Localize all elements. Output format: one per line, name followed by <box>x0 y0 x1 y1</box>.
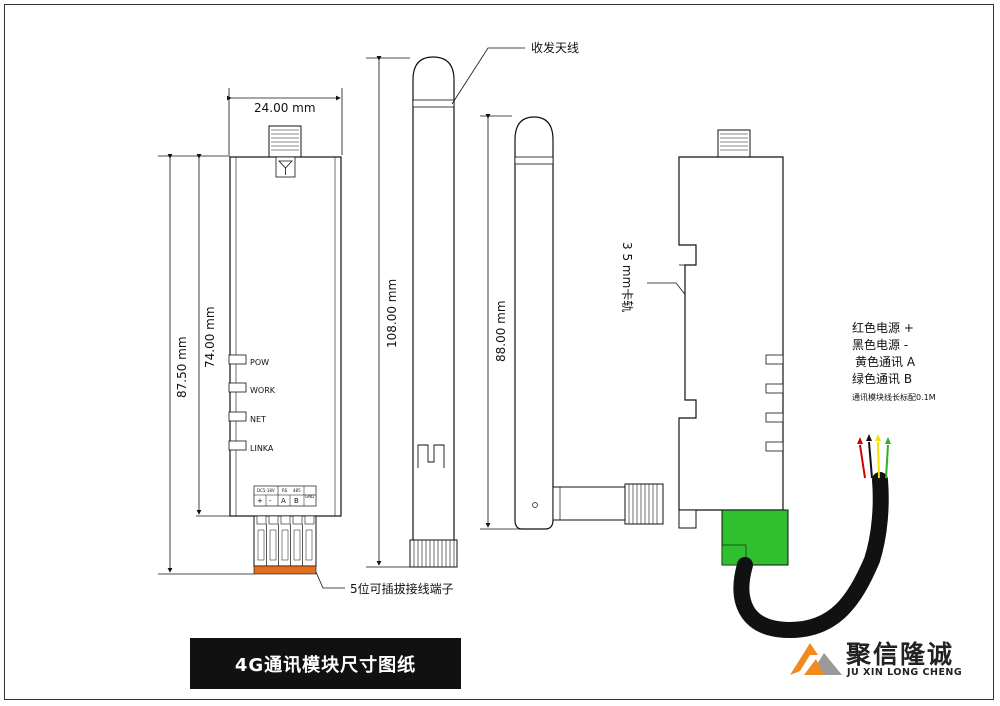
antenna-symbol-icon <box>275 156 296 178</box>
drawing-title: 4G通讯模块尺寸图纸 <box>190 638 461 689</box>
bent-antenna: 88.00 mm <box>480 114 664 530</box>
antenna-callout-label: 收发天线 <box>531 40 579 55</box>
terminal-header: DC5-18V RS 485 GND + - A B <box>253 485 317 507</box>
terminal-pin-plus: + <box>257 497 263 505</box>
body-length-label: 74.00 mm <box>203 306 217 368</box>
terminal-gnd-label: GND <box>305 494 314 499</box>
led-label-pow: POW <box>250 358 269 367</box>
brand-logo-icon <box>790 643 842 675</box>
pluggable-terminal-block <box>253 515 317 575</box>
led-label-work: WORK <box>250 386 276 395</box>
front-view: 24.00 mm POW WORK NET LINKA <box>158 88 454 596</box>
side-view: 3 5 mm卡轨 红色电源 <box>620 129 936 639</box>
cable <box>733 472 889 639</box>
led-label-net: NET <box>250 415 266 424</box>
terminal-pin-minus: - <box>269 497 272 505</box>
rail-dimension-label: 3 5 mm卡轨 <box>620 242 634 312</box>
terminal-pin-b: B <box>294 497 299 505</box>
terminal-rs-label: RS <box>282 488 288 493</box>
wire-legend-black: 黑色电源 - <box>852 338 908 352</box>
wire-yellow <box>877 441 880 479</box>
antenna-short-label: 88.00 mm <box>494 300 508 362</box>
terminal-485-label: 485 <box>293 488 301 493</box>
width-dimension-label: 24.00 mm <box>254 101 316 115</box>
brand-subtitle: JU XIN LONG CHENG <box>847 667 963 678</box>
led-indicators: POW WORK NET LINKA <box>228 354 276 453</box>
terminal-power-label: DC5-18V <box>257 488 275 493</box>
wire-length-note: 通讯模块线长标配0.1M <box>852 392 936 402</box>
wire-black <box>868 441 873 479</box>
terminal-callout-label: 5位可插拔接线端子 <box>350 581 454 596</box>
wire-red <box>859 444 866 479</box>
wire-green <box>885 444 889 479</box>
long-antenna: 108.00 mm 收发天线 <box>366 40 579 568</box>
led-label-linka: LINKA <box>250 444 274 453</box>
terminal-pin-a: A <box>281 497 286 505</box>
total-length-label: 87.50 mm <box>175 336 189 398</box>
connector-strip <box>253 565 317 575</box>
brand-name: 聚信隆诚 <box>846 640 955 669</box>
wire-legend-red: 红色电源 + <box>852 320 914 335</box>
wire-legend-yellow: 黄色通讯 A <box>855 355 916 369</box>
drawing-frame <box>4 4 994 700</box>
antenna-long-label: 108.00 mm <box>385 279 399 348</box>
wire-legend-green: 绿色通讯 B <box>852 371 912 386</box>
